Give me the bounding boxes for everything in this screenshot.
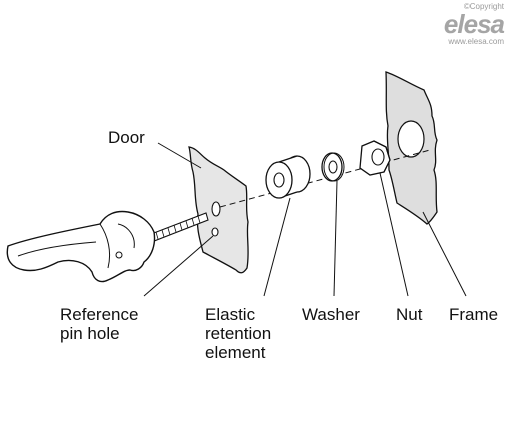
label-elastic-line2: retention [205,324,272,343]
handle-grip-line [17,241,97,257]
handle-cam-curve [117,223,135,249]
frame-hole [397,120,425,158]
label-nut: Nut [396,305,423,324]
label-reference-pin-hole: Reference pin hole [60,305,138,343]
label-reference-pin-hole-line2: pin hole [60,324,120,343]
label-washer: Washer [302,305,360,324]
label-door: Door [108,128,145,147]
label-frame: Frame [449,305,499,324]
handle-pivot-pin [115,251,123,259]
label-elastic-retention-element: Elastic retention element [205,305,271,362]
elesa-logo: elesa [443,9,505,39]
handle-body-edge [99,223,111,269]
latch-handle [6,210,156,283]
assembly-axis [219,149,431,208]
sleeve-bore [273,172,285,188]
nut-side-face [373,140,391,173]
sleeve-top-edge [278,155,298,163]
leader-reference-pin-hole [143,235,214,297]
copyright-text: ©Copyright [463,2,504,11]
stud-threads [155,215,201,240]
label-elastic-line3: element [205,343,266,362]
label-elastic-line1: Elastic [205,305,256,324]
website-url: www.elesa.com [448,37,504,46]
washer-rim [323,152,345,182]
leader-frame [422,211,467,297]
leader-lines [143,142,467,297]
washer-hole [328,160,338,174]
leader-elastic-element [263,197,291,297]
label-reference-pin-hole-line1: Reference [60,305,139,324]
door-main-hole [211,201,221,217]
leader-washer [333,180,338,297]
leader-nut [379,172,409,297]
reference-pin-hole [211,227,219,237]
elesa-brand-mark: ©Copyright elesa www.elesa.com [443,2,505,46]
leader-door [157,142,202,169]
nut-bore [371,148,385,166]
